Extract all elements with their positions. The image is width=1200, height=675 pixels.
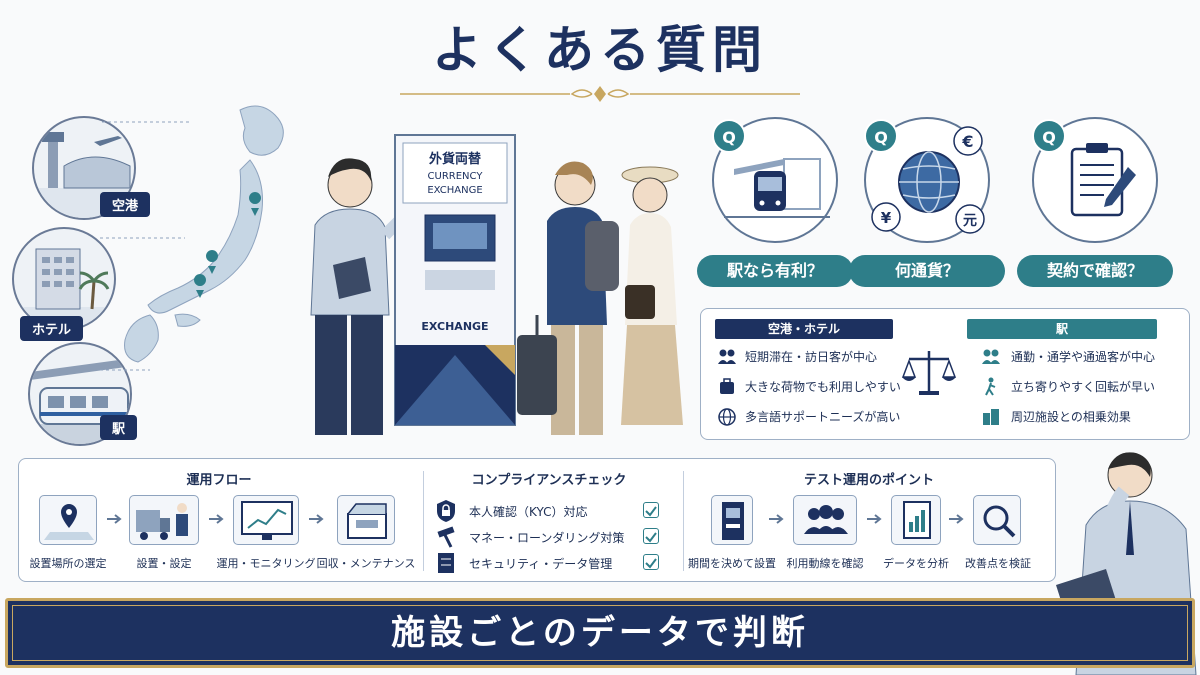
comparison-left-item: 大きな荷物でも利用しやすい [745,380,901,394]
test-step-box [973,495,1021,545]
people-icon [982,349,1000,364]
report-chart-icon [903,501,931,539]
people-icon [718,349,736,364]
machine-sign-jp: 外貨両替 [428,151,482,167]
delivery-truck-icon [136,503,188,540]
section-divider [683,471,684,571]
test-step-label: データを分析 [883,557,949,570]
arrow-right-icon [769,514,784,524]
conclusion-banner: 施設ごとのデータで判断 [5,598,1195,668]
compliance-item: セキュリティ・データ管理 [469,557,613,571]
kiosk-icon [722,502,744,540]
question-circle: € ¥ 元 [864,117,990,243]
process-panel: 運用フロー 設置場所の選定 設置・設定 運用・モニタリング 回収・メンテナンス … [18,458,1056,582]
staff-figure [310,158,410,435]
globe-icon [718,408,736,426]
train-icon [724,158,830,218]
checkbox[interactable] [643,528,659,544]
magnifier-icon [983,505,1016,538]
arrow-right-icon [309,514,324,524]
arrow-right-icon [949,514,964,524]
monitor-chart-icon [241,501,293,540]
title-ornament [400,86,800,102]
cash-box-icon [347,503,387,539]
exchange-machine [394,134,516,426]
checkbox[interactable] [643,502,659,518]
comparison-left-item: 多言語サポートニーズが高い [745,410,901,424]
question-label: 駅なら有利？ [697,255,853,287]
euro-symbol: € [961,132,973,151]
q-badge: Q [864,119,898,153]
flow-title: 運用フロー [186,473,252,488]
traveler-male [517,161,619,435]
arrow-right-icon [209,514,224,524]
walking-person-icon [985,377,996,396]
question-card-currency[interactable]: € ¥ 元 Q 何通貨？ [849,117,1005,287]
check-icon [645,532,657,543]
airport-illustration [32,116,136,220]
page-title: よくある質問 [432,20,768,79]
map-pin-icon [44,504,94,540]
arrow-right-icon [107,514,122,524]
flow-step-label: 回収・メンテナンス [316,557,416,570]
test-title: テスト運用のポイント [803,473,934,488]
balance-scale-icon [901,351,957,395]
compliance-title: コンプライアンスチェック [471,473,627,488]
comparison-right-title: 駅 [967,319,1157,339]
comparison-right-item: 周辺施設との相乗効果 [1011,410,1131,424]
comparison-left-item: 短期滞在・訪日客が中心 [745,350,878,364]
compliance-item: 本人確認（KYC）対応 [469,505,588,519]
comparison-right-item: 通勤・通学や通過客が中心 [1011,350,1156,364]
flow-step-box [129,495,199,545]
test-step-label: 改善点を検証 [965,557,1031,570]
traveler-female [621,166,683,425]
banner-border [12,605,1188,661]
flow-step-box [233,495,299,545]
comparison-right-item: 立ち寄りやすく回転が早い [1011,380,1156,394]
banner-text: 施設ごとのデータで判断 [391,613,809,653]
machine-sign-en-2: EXCHANGE [427,185,482,196]
test-step-box [793,495,857,545]
question-card-contract[interactable]: Q 契約で確認？ [1017,117,1173,287]
buildings-icon [983,409,999,425]
check-icon [645,558,657,569]
station-label: 駅 [100,415,138,440]
comparison-left-title: 空港・ホテル [715,319,893,339]
japan-map [100,105,284,371]
arrow-right-icon [867,514,882,524]
comparison-panel: 空港・ホテル 駅 短期滞在・訪日客が中心 大きな荷物でも利用しやすい 多言語サポ… [700,308,1190,440]
question-card-station[interactable]: Q 駅なら有利？ [697,117,853,287]
server-icon [438,553,454,573]
globe-icon: € ¥ 元 [871,126,985,234]
question-label: 何通貨？ [849,255,1005,287]
q-badge: Q [1032,119,1066,153]
airport-label: 空港 [100,192,151,217]
checkbox[interactable] [643,554,659,570]
yen-symbol: ¥ [881,209,892,227]
shield-lock-icon [437,500,455,522]
question-label: 契約で確認？ [1017,255,1173,287]
test-step-label: 利用動線を確認 [786,557,864,570]
yuan-symbol: 元 [963,213,977,229]
check-icon [645,506,657,517]
clipboard-icon [1070,143,1136,217]
section-divider [423,471,424,571]
flow-step-box [39,495,97,545]
compliance-item: マネー・ローンダリング対策 [469,531,625,545]
test-step-box [891,495,941,545]
flow-step-label: 設置場所の選定 [29,557,107,570]
test-step-box [711,495,753,545]
group-icon [804,505,848,534]
hotel-label: ホテル [20,316,84,341]
exchange-scene: 外貨両替 CURRENCY EXCHANGE EXCHANGE [310,134,683,435]
q-badge: Q [712,119,746,153]
flow-step-label: 運用・モニタリング [216,557,316,570]
test-step-label: 期間を決めて設置 [688,557,776,570]
gavel-icon [437,526,455,548]
machine-sign-en-1: CURRENCY [428,171,484,182]
luggage-icon [720,378,734,394]
flow-step-label: 設置・設定 [136,557,192,570]
machine-panel-label: EXCHANGE [421,320,488,333]
flow-step-box [337,495,395,545]
